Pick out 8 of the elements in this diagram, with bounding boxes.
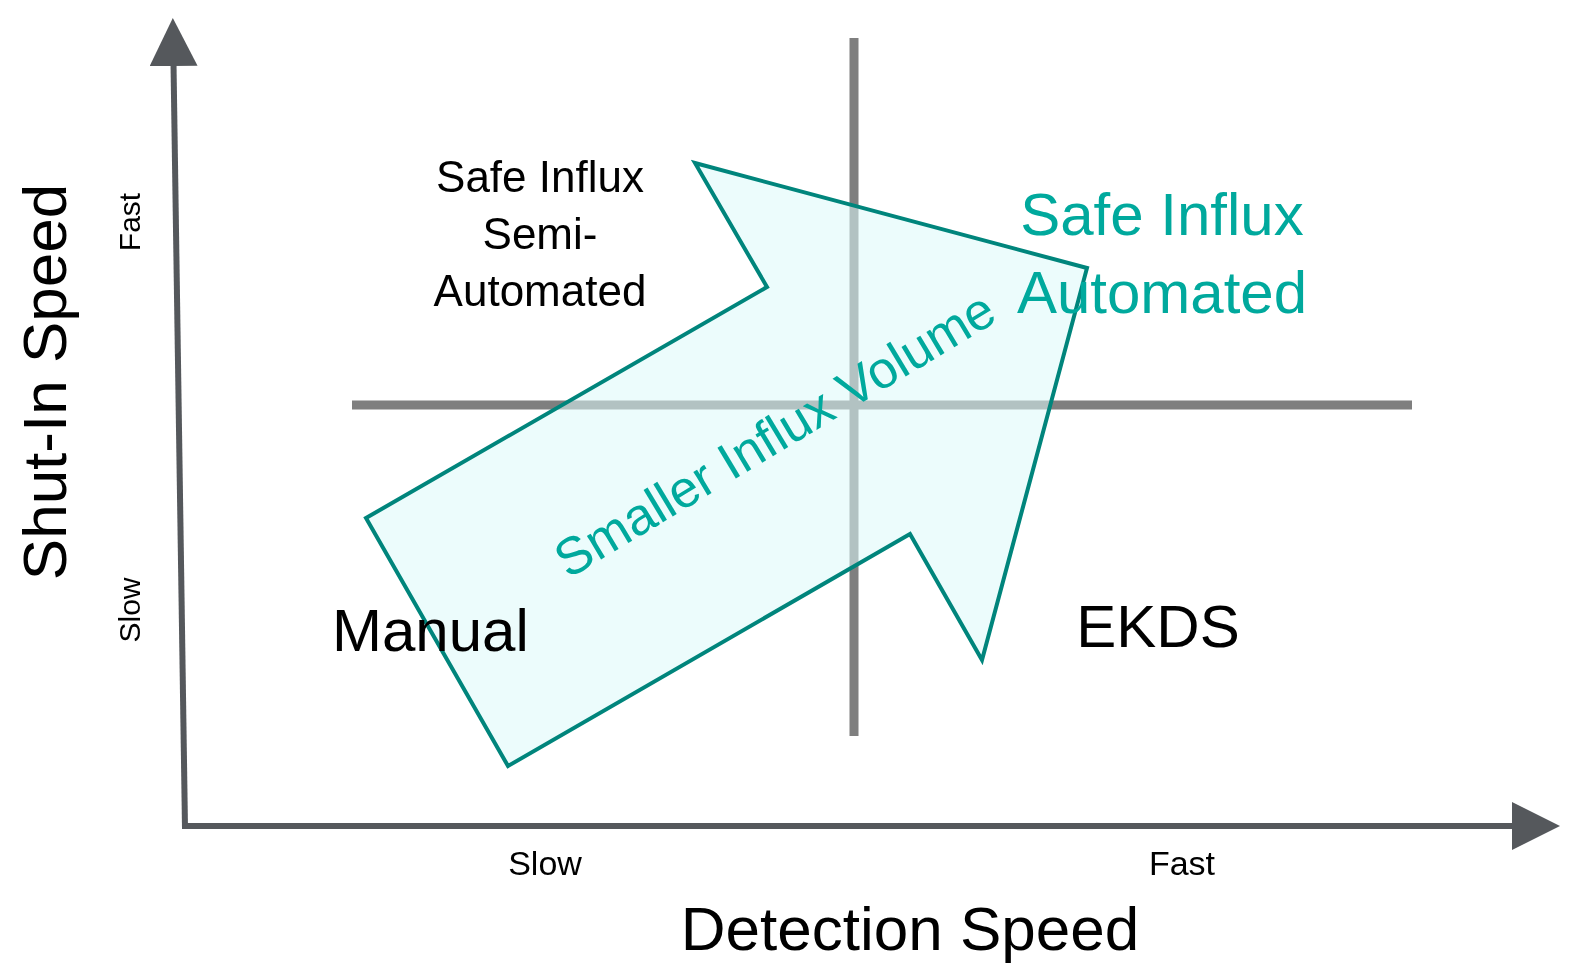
axis-tick-label: Fast	[1148, 844, 1216, 884]
axis-title: Detection Speed	[680, 893, 1140, 964]
quadrant-label: Safe Influx Semi-Automated	[432, 151, 648, 318]
axis-tick-label: Slow	[112, 577, 147, 643]
quadrant-label: EKDS	[1076, 591, 1240, 661]
axis-title: Shut-In Speed	[9, 183, 81, 581]
axis-tick-label: Fast	[112, 192, 147, 252]
axis-tick-label: Slow	[508, 844, 582, 884]
